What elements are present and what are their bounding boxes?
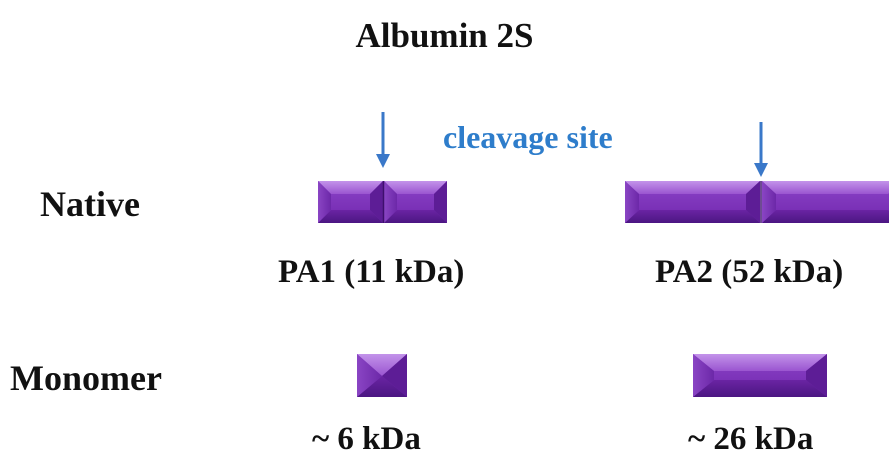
cleavage-arrow-pa1 bbox=[376, 112, 390, 168]
row-label-monomer: Monomer bbox=[10, 358, 162, 398]
pa1-native-block-left bbox=[318, 181, 383, 223]
pa2-monomer-label: ~ 26 kDa bbox=[688, 421, 814, 457]
cleavage-site-label: cleavage site bbox=[443, 119, 613, 155]
pa2-native-block-right bbox=[762, 181, 889, 223]
pa2-label: PA2 (52 kDa) bbox=[655, 254, 844, 290]
pa2-monomer-block bbox=[693, 354, 827, 397]
pa1-label: PA1 (11 kDa) bbox=[278, 254, 465, 290]
pa1-native-block-right bbox=[384, 181, 447, 223]
pa2-native-block-left bbox=[625, 181, 760, 223]
pa1-monomer-label: ~ 6 kDa bbox=[312, 421, 421, 457]
row-label-native: Native bbox=[40, 184, 140, 224]
diagram-title: Albumin 2S bbox=[355, 16, 534, 55]
pa1-monomer-block bbox=[357, 354, 407, 397]
cleavage-arrow-pa2 bbox=[754, 122, 768, 177]
